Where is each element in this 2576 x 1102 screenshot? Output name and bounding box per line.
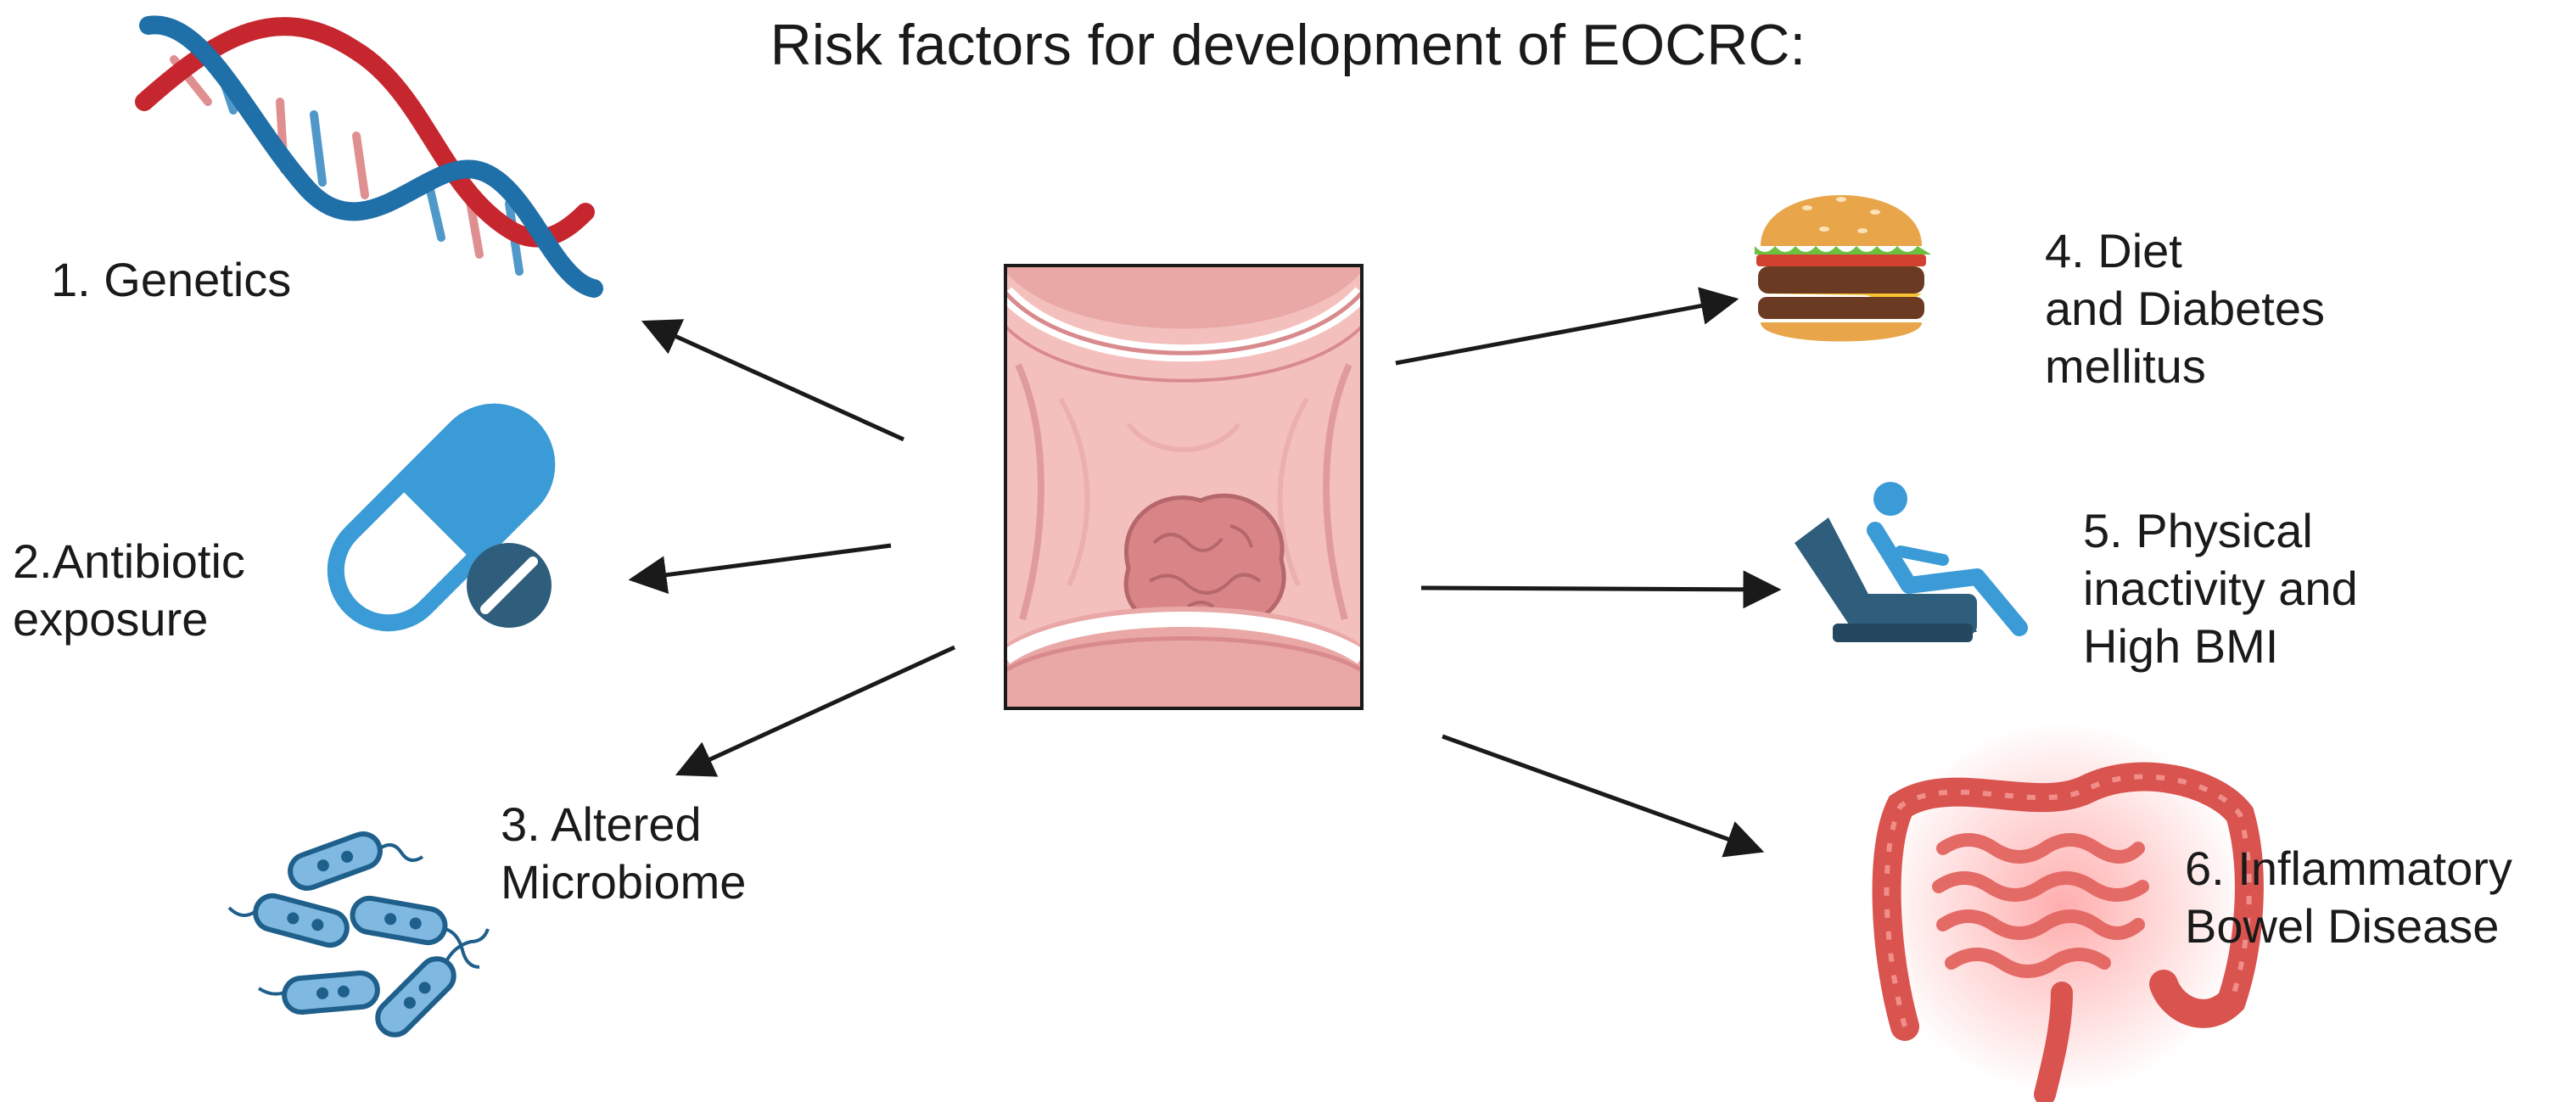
inflamed-intestine-icon [1872,721,2264,1102]
diagram-title: Risk factors for development of EOCRC: [770,13,1806,77]
arrow-to-genetics [641,319,905,442]
arrow-to-antibiotic [628,543,892,595]
label-antibiotic-exposure: 2.Antibiotic exposure [13,534,245,646]
label-diet-diabetes: 4. Diet and Diabetes mellitus [2045,224,2326,393]
label-inflammatory-bowel-disease: 6. Inflammatory Bowel Disease [2185,842,2512,953]
arrows [628,287,1782,858]
pill-capsule-icon [327,403,556,632]
arrow-to-physical [1420,570,1782,609]
dna-helix-icon [135,15,603,298]
label-altered-microbiome: 3. Altered Microbiome [501,797,747,909]
reclining-person-icon [1795,482,2028,642]
label-physical-inactivity: 5. Physical inactivity and High BMI [2083,504,2358,673]
label-genetics: 1. Genetics [51,253,292,306]
burger-icon [1755,195,1931,342]
arrow-to-diet [1395,287,1739,366]
arrow-to-ibd [1442,734,1765,858]
bacteria-icon [227,831,490,1038]
arrow-to-microbiome [675,645,956,777]
colon-tumor-illustration [1004,264,1364,710]
